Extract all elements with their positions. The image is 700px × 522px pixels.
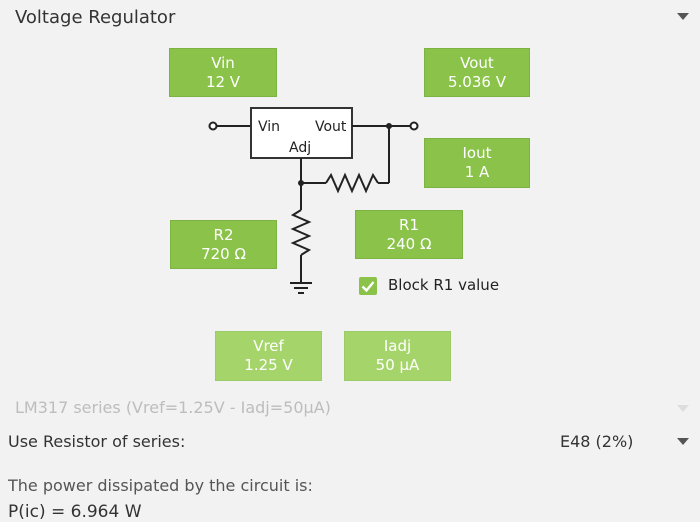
- r1-value: 240 Ω: [386, 235, 432, 253]
- resistor-series-label: Use Resistor of series:: [8, 432, 186, 451]
- collapse-caret-icon[interactable]: [677, 13, 689, 20]
- r1-button[interactable]: R1 240 Ω: [355, 210, 463, 259]
- power-label: The power dissipated by the circuit is:: [8, 476, 313, 495]
- r2-resistor: [290, 209, 312, 256]
- block-r1-label: Block R1 value: [388, 276, 500, 294]
- iadj-label: Iadj: [383, 337, 412, 355]
- vout-button[interactable]: Vout 5.036 V: [424, 48, 530, 97]
- r2-value: 720 Ω: [201, 245, 246, 263]
- vin-label: Vin: [211, 54, 235, 72]
- iadj-button[interactable]: Iadj 50 µA: [344, 331, 451, 381]
- resistor-series-select[interactable]: E48 (2%): [560, 432, 634, 451]
- vref-value: 1.25 V: [244, 356, 293, 374]
- r2-button[interactable]: R2 720 Ω: [170, 220, 277, 269]
- vout-value: 5.036 V: [448, 73, 506, 91]
- pin-label-adj: Adj: [289, 140, 311, 156]
- vout-label: Vout: [460, 54, 494, 72]
- block-r1-checkbox[interactable]: [359, 277, 377, 295]
- vin-button[interactable]: Vin 12 V: [169, 48, 277, 97]
- r1-resistor: [325, 172, 379, 194]
- resistor-series-dropdown-icon[interactable]: [677, 438, 689, 445]
- power-value: P(ic) = 6.964 W: [8, 502, 142, 522]
- r2-label: R2: [213, 226, 234, 244]
- vref-button[interactable]: Vref 1.25 V: [215, 331, 322, 381]
- iout-value: 1 A: [464, 163, 490, 181]
- vref-label: Vref: [253, 337, 284, 355]
- series-dropdown-icon[interactable]: [677, 405, 689, 412]
- checkmark-icon: [361, 281, 375, 293]
- pin-label-vout: Vout: [315, 119, 347, 135]
- regulator-series-select[interactable]: LM317 series (Vref=1.25V - Iadj=50µA): [15, 398, 331, 417]
- page-title: Voltage Regulator: [15, 7, 176, 28]
- iout-label: Iout: [462, 144, 492, 162]
- vout-terminal: [409, 121, 419, 131]
- vin-terminal: [208, 121, 218, 131]
- iout-button[interactable]: Iout 1 A: [424, 138, 530, 188]
- iadj-value: 50 µA: [375, 356, 420, 374]
- vin-value: 12 V: [205, 73, 241, 91]
- pin-label-vin: Vin: [258, 119, 280, 135]
- r1-label: R1: [399, 216, 419, 234]
